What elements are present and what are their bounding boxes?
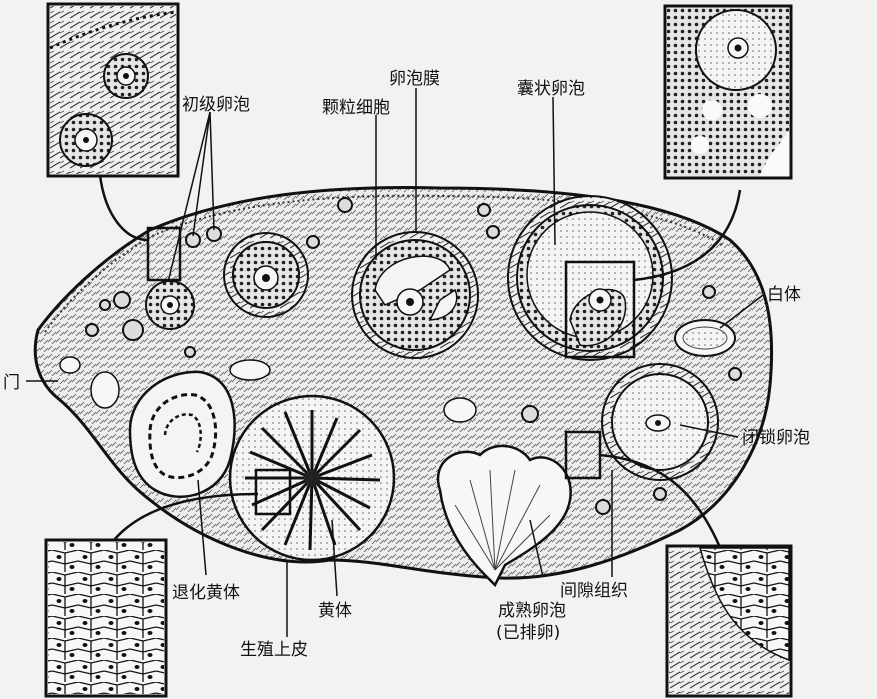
inset-luteal-cells — [46, 540, 166, 696]
label-antral-follicle: 囊状卵泡 — [517, 79, 585, 99]
growing-follicle — [224, 233, 308, 317]
label-mature-follicle-note: (已排卵) — [496, 623, 560, 643]
label-corpus-albicans: 白体 — [767, 285, 801, 305]
secondary-follicle — [352, 232, 478, 358]
label-corpus-luteum: 黄体 — [318, 601, 352, 621]
label-mature-follicle: 成熟卵泡 — [498, 600, 566, 621]
corpus-luteum — [230, 396, 394, 560]
atretic-follicle — [602, 364, 718, 480]
label-primary-follicle: 初级卵泡 — [182, 95, 250, 115]
label-germinal-epithelium: 生殖上皮 — [240, 640, 308, 660]
label-interstitial-tissue: 间隙组织 — [560, 581, 628, 601]
inset-antral-follicle — [665, 6, 791, 178]
label-regressing-corpus-luteum: 退化黄体 — [172, 583, 240, 603]
label-granulosa-cells: 颗粒细胞 — [322, 98, 390, 118]
inset-primary-follicles — [48, 4, 178, 176]
corpus-albicans — [675, 320, 735, 356]
label-atretic-follicle: 闭锁卵泡 — [742, 428, 810, 448]
primary-follicle-small — [146, 281, 194, 329]
label-hilum: 门 — [3, 373, 20, 393]
label-theca: 卵泡膜 — [389, 69, 440, 89]
inset-interstitial-tissue — [667, 546, 791, 696]
